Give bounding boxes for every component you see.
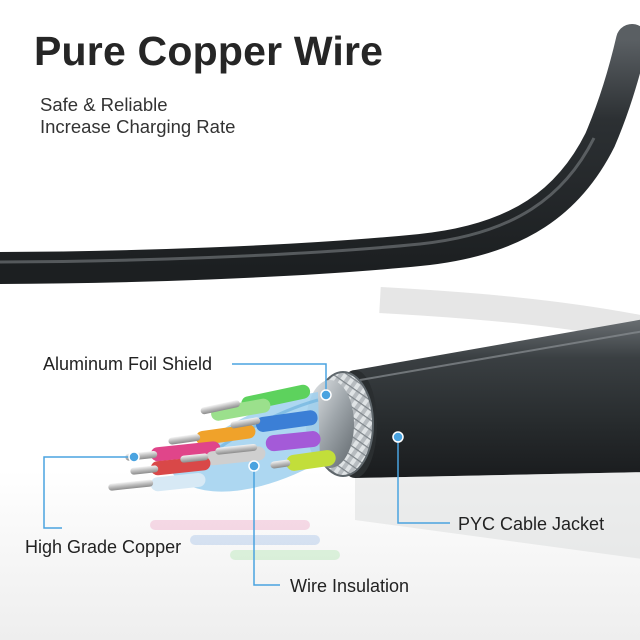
label-high-grade-copper: High Grade Copper [25, 537, 182, 557]
page-title: Pure Copper Wire [34, 28, 384, 74]
label-wire-insulation: Wire Insulation [290, 576, 410, 596]
subtitle-line-2: Increase Charging Rate [40, 116, 236, 137]
cable-loop [0, 24, 640, 284]
label-pyc-cable-jacket: PYC Cable Jacket [458, 514, 605, 534]
label-aluminum-foil-shield: Aluminum Foil Shield [43, 354, 213, 374]
conductor-reflection [150, 520, 340, 560]
callout-dots [128, 389, 404, 472]
callout-lines [43, 363, 450, 586]
cable-jacket [333, 319, 640, 559]
subtitle-line-1: Safe & Reliable [40, 94, 168, 115]
